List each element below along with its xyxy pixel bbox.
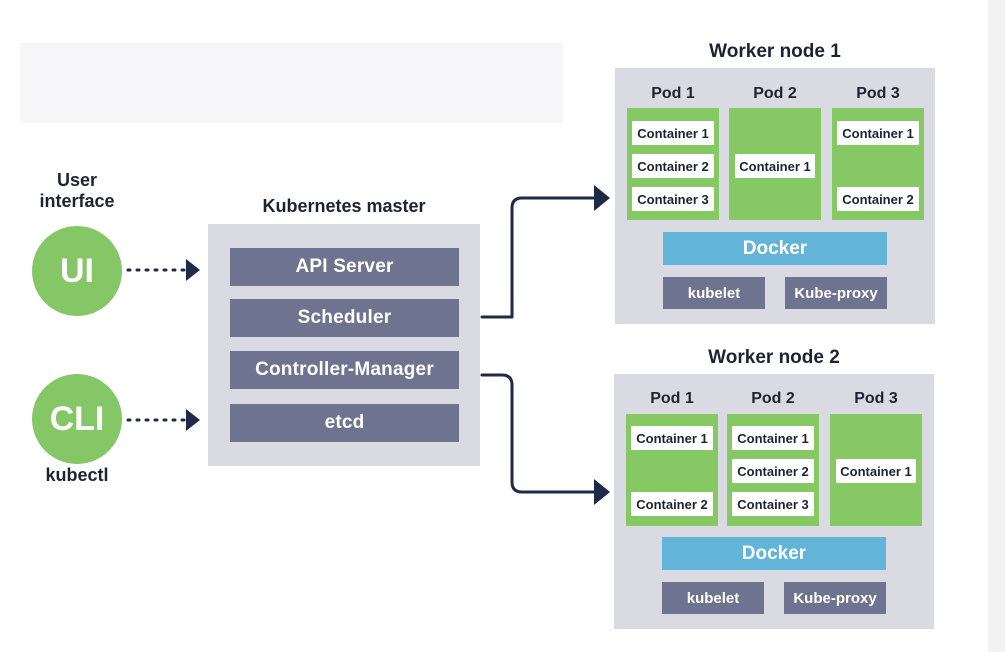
wn1-pod-2-label: Pod 2 [753, 85, 797, 102]
wn1-pod-1[interactable]: Container 1 Container 2 Container 3 [627, 108, 719, 220]
worker-node-2-title: Worker node 2 [708, 347, 840, 368]
ui-circle-label: UI [60, 251, 94, 290]
wn1-docker-bar[interactable]: Docker [663, 232, 887, 265]
master-title: Kubernetes master [262, 196, 426, 216]
wn1-pod-3-label: Pod 3 [856, 85, 900, 102]
wn2-pod1-container-2[interactable]: Container 2 [631, 492, 713, 516]
ui-circle[interactable]: UI [32, 226, 122, 316]
wn2-pod-2[interactable]: Container 1 Container 2 Container 3 [727, 414, 819, 526]
wn2-pod2-container-1[interactable]: Container 1 [732, 426, 814, 450]
controller-manager-block[interactable]: Controller-Manager [230, 351, 459, 389]
scheduler-block[interactable]: Scheduler [230, 299, 459, 337]
cli-arrowhead [186, 409, 200, 431]
etcd-block[interactable]: etcd [230, 404, 459, 442]
wn2-docker-bar[interactable]: Docker [662, 537, 886, 570]
wn1-pod2-container-1[interactable]: Container 1 [735, 154, 815, 178]
blank-panel [20, 43, 563, 123]
wn1-pod-3[interactable]: Container 1 Container 2 [832, 108, 924, 220]
wn1-pod1-container-3[interactable]: Container 3 [632, 187, 714, 211]
wn1-pod3-container-2[interactable]: Container 2 [837, 187, 919, 211]
ui-arrowhead [186, 259, 200, 281]
wn2-pod3-container-1[interactable]: Container 1 [836, 459, 916, 483]
user-interface-label: User interface [39, 170, 115, 211]
wn2-pod-3-label: Pod 3 [854, 390, 898, 407]
wn2-kubelet-block[interactable]: kubelet [662, 582, 764, 614]
wn2-pod1-container-1[interactable]: Container 1 [631, 426, 713, 450]
worker1-arrowhead [594, 185, 610, 211]
wn2-kube-proxy-block[interactable]: Kube-proxy [784, 582, 886, 614]
worker-node-1-title: Worker node 1 [709, 41, 841, 62]
wn1-pod-1-label: Pod 1 [651, 85, 695, 102]
kubectl-label: kubectl [45, 465, 109, 485]
wn2-pod-3[interactable]: Container 1 [830, 414, 922, 526]
master-to-worker2-line [480, 373, 598, 494]
wn1-pod1-container-1[interactable]: Container 1 [632, 121, 714, 145]
wn2-pod-1-label: Pod 1 [650, 390, 694, 407]
wn2-pod2-container-2[interactable]: Container 2 [732, 459, 814, 483]
worker-node-2-panel: Pod 1 Pod 2 Pod 3 Container 1 Container … [614, 374, 934, 629]
worker-node-1-panel: Pod 1 Pod 2 Pod 3 Container 1 Container … [615, 68, 935, 324]
wn1-kubelet-block[interactable]: kubelet [663, 277, 765, 309]
master-to-worker1-line [480, 196, 598, 319]
wn1-kube-proxy-block[interactable]: Kube-proxy [785, 277, 887, 309]
wn1-pod-2[interactable]: Container 1 [729, 108, 821, 220]
cli-circle[interactable]: CLI [32, 374, 122, 464]
worker2-arrowhead [594, 479, 610, 505]
wn2-pod-1[interactable]: Container 1 Container 2 [626, 414, 718, 526]
wn2-pod2-container-3[interactable]: Container 3 [732, 492, 814, 516]
wn2-pod-2-label: Pod 2 [751, 390, 795, 407]
api-server-block[interactable]: API Server [230, 248, 459, 286]
right-edge-bar [988, 0, 1005, 652]
wn1-pod3-container-1[interactable]: Container 1 [837, 121, 919, 145]
cli-circle-label: CLI [49, 399, 105, 438]
master-panel: API Server Scheduler Controller-Manager … [208, 224, 480, 466]
wn1-pod1-container-2[interactable]: Container 2 [632, 154, 714, 178]
